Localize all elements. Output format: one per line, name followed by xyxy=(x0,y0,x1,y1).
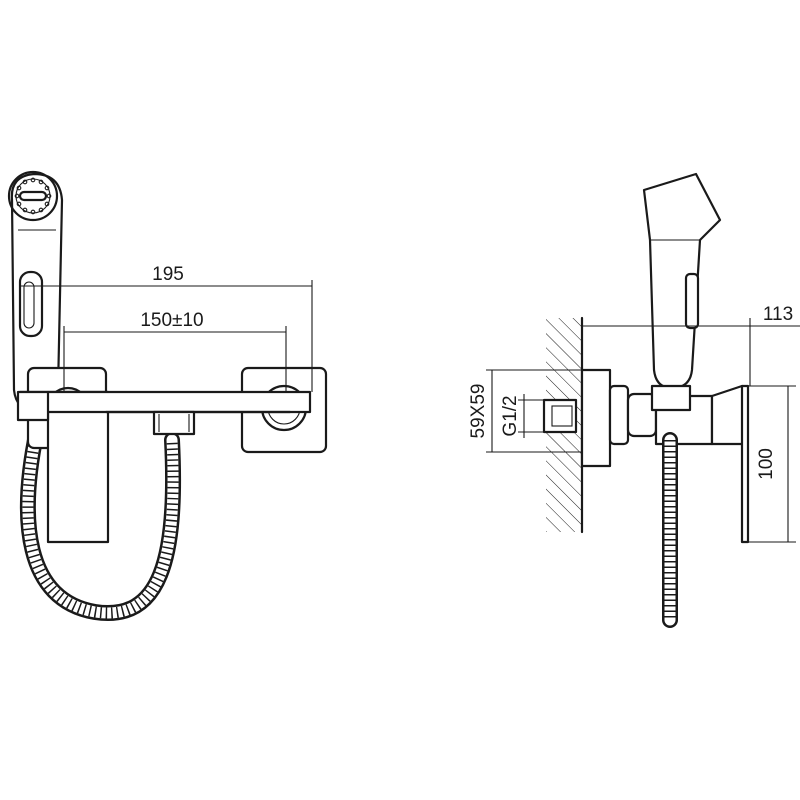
side-view: 113 100 59X59 G1/2 xyxy=(468,172,800,628)
dim-113: 113 xyxy=(582,304,800,386)
mixer-body xyxy=(16,390,312,544)
front-view: 195 150±10 xyxy=(7,170,328,622)
dim-113-label: 113 xyxy=(763,304,793,325)
dim-100-label: 100 xyxy=(756,448,777,480)
hand-shower-side xyxy=(642,172,722,412)
side-mixer-body xyxy=(608,384,750,544)
front-hose xyxy=(19,422,182,622)
dim-g12-label: G1/2 xyxy=(500,395,521,436)
dim-150-label: 150±10 xyxy=(140,310,203,331)
dim-g12: G1/2 xyxy=(500,394,544,438)
dim-150: 150±10 xyxy=(63,310,287,392)
in-wall-connector xyxy=(542,398,578,434)
dim-59x59-label: 59X59 xyxy=(468,384,489,439)
dim-100: 100 xyxy=(746,385,796,543)
side-flange xyxy=(580,368,612,468)
dim-59x59: 59X59 xyxy=(468,369,582,453)
dim-195-label: 195 xyxy=(152,264,184,285)
dim-195: 195 xyxy=(20,264,313,392)
